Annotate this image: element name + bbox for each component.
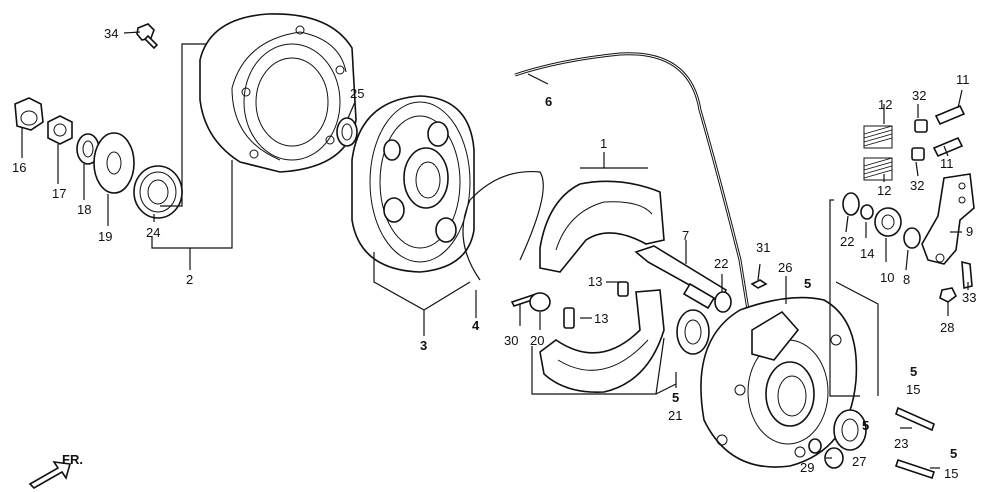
spring-13a [617,281,629,297]
callout-labels: 34 16 17 18 19 24 2 25 3 4 6 1 7 13 13 3… [12,26,976,481]
callout-16: 16 [12,160,26,175]
callout-4: 4 [472,318,480,333]
washer-20 [529,292,551,312]
spring-12b [863,157,893,181]
callout-32b: 32 [910,178,924,193]
stud-15a [895,406,935,432]
callout-1: 1 [600,136,607,151]
callout-28: 28 [940,320,954,335]
callout-11a: 11 [956,72,970,87]
callout-22b: 22 [840,234,854,249]
callout-5c: 5 [910,364,917,379]
callout-13b: 13 [594,311,608,326]
callout-10: 10 [880,270,894,285]
bolt-33 [961,260,973,290]
callout-32a: 32 [912,88,926,103]
callout-12b: 12 [877,183,891,198]
seal-22b [842,192,860,216]
stud-15b [894,458,936,480]
collar-17 [47,115,73,145]
callout-15b: 15 [944,466,958,481]
pin-31 [750,279,768,289]
brake-drum-3 [351,95,475,273]
front-direction-arrow: FR. [28,452,83,489]
callout-13a: 13 [588,274,602,289]
callout-2: 2 [186,272,193,287]
callout-9: 9 [966,224,973,239]
bearing-24 [133,165,183,219]
callout-26: 26 [778,260,792,275]
callout-20: 20 [530,333,544,348]
bearing-23 [833,409,867,451]
callout-33: 33 [962,290,976,305]
callout-22a: 22 [714,256,728,271]
bolt-11b [932,136,964,158]
pin-32b [911,147,925,161]
brake-shoe-upper [539,180,665,273]
tube-6 [514,52,750,311]
seal-21 [676,309,710,355]
leader-lines [21,31,969,469]
callout-3: 3 [420,338,427,353]
callout-21: 21 [668,408,682,423]
callout-30: 30 [504,333,518,348]
callout-15a: 15 [906,382,920,397]
ring-4 [462,170,544,281]
nut-28 [939,287,958,303]
callout-18: 18 [77,202,91,217]
bolt-34 [136,23,159,50]
drum-cover-2 [199,13,357,173]
callout-5e: 5 [950,446,957,461]
nut-27 [824,447,844,469]
callout-7: 7 [682,228,689,243]
callout-27: 27 [852,454,866,469]
brake-panel-26 [700,296,858,468]
callout-19: 19 [98,229,112,244]
callout-5d: 5 [862,418,869,433]
callout-25: 25 [350,86,364,101]
seal-25 [336,117,358,147]
callout-5a: 5 [804,276,811,291]
spring-13b [563,307,575,329]
washer-29 [808,438,822,454]
callout-14: 14 [860,246,874,261]
brake-arm-9 [921,173,975,265]
washer-14 [860,204,874,220]
pin-32a [914,119,928,133]
callout-34: 34 [104,26,118,41]
direction-label: FR. [62,452,83,467]
callout-29: 29 [800,460,814,475]
callout-23: 23 [894,436,908,451]
callout-8: 8 [903,272,910,287]
washer-19 [93,132,135,194]
callout-31: 31 [756,240,770,255]
brake-shoe-lower [539,289,665,393]
seal-22a [714,291,732,313]
callout-11b: 11 [940,156,954,171]
callout-24: 24 [146,225,160,240]
callout-17: 17 [52,186,66,201]
spring-12a [863,125,893,149]
washer-8 [903,227,921,249]
nut-16 [14,97,44,131]
bolt-11a [934,104,966,126]
callout-5b: 5 [672,390,679,405]
callout-6: 6 [545,94,552,109]
spring-10 [874,207,902,237]
callout-12a: 12 [878,97,892,112]
